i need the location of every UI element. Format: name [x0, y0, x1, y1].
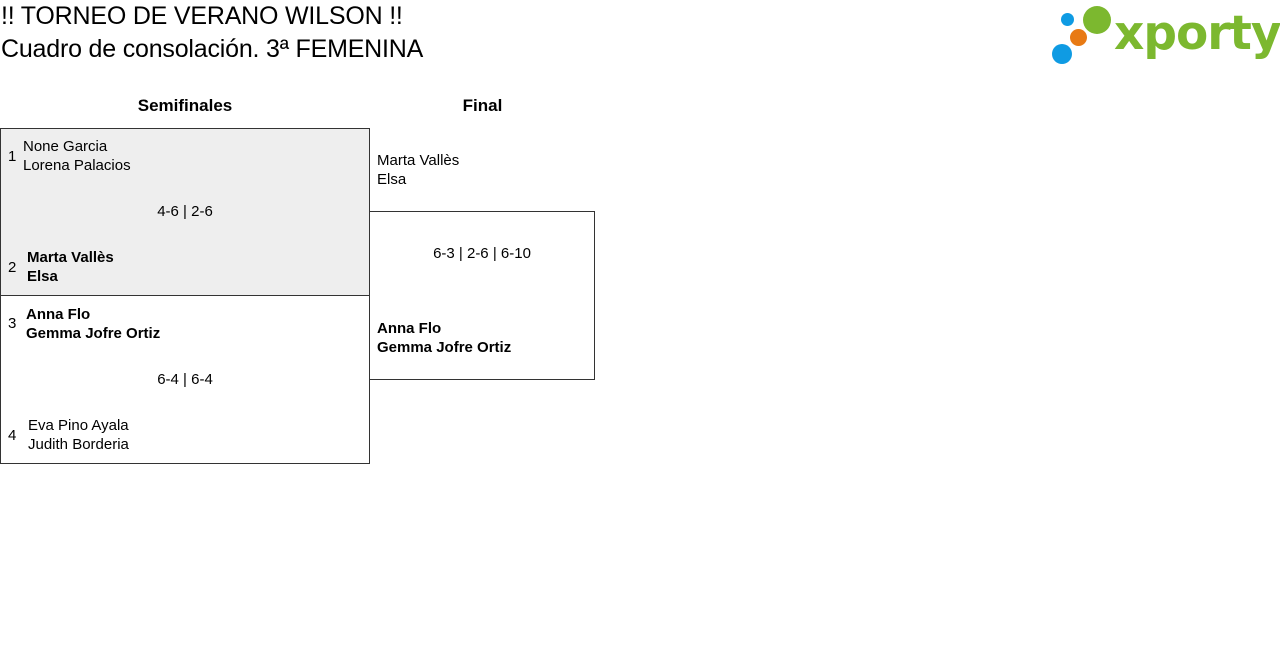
logo-dot-green [1083, 6, 1111, 34]
semifinal-match-1[interactable]: 1 None Garcia Lorena Palacios 4-6 | 2-6 … [0, 128, 370, 296]
final-match[interactable]: 6-3 | 2-6 | 6-10 Anna Flo Gemma Jofre Or… [369, 211, 595, 380]
match-score: 6-3 | 2-6 | 6-10 [433, 245, 531, 262]
match-score: 6-4 | 6-4 [157, 371, 213, 388]
match-score: 4-6 | 2-6 [157, 203, 213, 220]
seed-number: 2 [8, 259, 17, 276]
draw-subtitle: Cuadro de consolación. 3ª FEMENINA [1, 35, 424, 63]
team-player-2: Judith Borderia [28, 436, 129, 453]
semifinal-match-2[interactable]: 3 Anna Flo Gemma Jofre Ortiz 6-4 | 6-4 4… [0, 295, 370, 464]
team-player-2: Gemma Jofre Ortiz [26, 325, 161, 342]
seed-number: 3 [8, 315, 17, 332]
round-label-semifinals: Semifinales [137, 96, 233, 115]
team-player-1: Anna Flo [377, 320, 442, 337]
final-top-team: Marta Vallès Elsa [377, 151, 459, 189]
logo-wordmark: xporty [1114, 6, 1280, 61]
round-label-final: Final [462, 96, 503, 115]
team-player-1: Marta Vallès [27, 249, 114, 266]
logo-dot-blue-large [1052, 44, 1072, 64]
team-player-2: Elsa [377, 171, 407, 188]
team-player-2: Gemma Jofre Ortiz [377, 339, 512, 356]
logo-dot-blue [1061, 13, 1074, 26]
team-player-1: None Garcia [23, 138, 108, 155]
seed-number: 4 [8, 427, 17, 444]
seed-number: 1 [8, 148, 17, 165]
logo-dot-orange [1070, 29, 1087, 46]
tournament-title: !! TORNEO DE VERANO WILSON !! [1, 2, 403, 30]
team-player-1: Marta Vallès [377, 152, 460, 169]
team-player-1: Eva Pino Ayala [28, 417, 129, 434]
xporty-logo[interactable]: xporty [1050, 2, 1280, 68]
team-player-1: Anna Flo [26, 306, 91, 323]
team-player-2: Lorena Palacios [23, 157, 131, 174]
team-player-2: Elsa [27, 268, 58, 285]
